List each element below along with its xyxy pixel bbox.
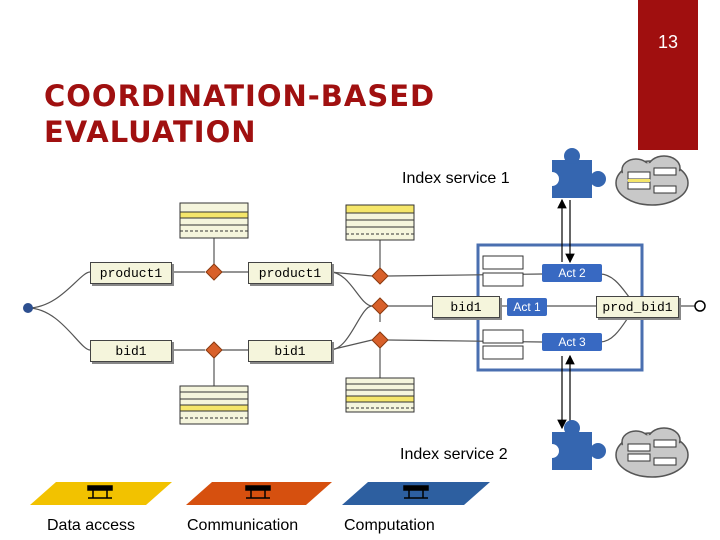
data-table [345,377,415,413]
decision-node [205,263,223,281]
inner-bid-box: bid1 [432,296,500,318]
decision-node [371,267,389,285]
title-line-1: COORDINATION-BASED [44,79,436,113]
index-service-1-label: Index service 1 [402,170,510,187]
legend-data-access: Data access [47,517,136,534]
data-table [179,385,249,425]
act-3-block: Act 3 [542,333,602,351]
data-table [345,204,415,241]
left-bid-box: bid1 [90,340,172,362]
page-title: COORDINATION-BASED EVALUATION [44,78,435,150]
legend-swatch-data-access [30,482,172,505]
legend-swatch-computation [342,482,490,505]
mid-bid-box: bid1 [248,340,332,362]
act-1-block: Act 1 [507,298,547,316]
prod-bid-box: prod_bid1 [596,296,679,318]
legend-computation: Computation [344,517,435,534]
index-service-2-label: Index service 2 [400,446,508,463]
data-table [179,202,249,239]
decision-node [371,297,389,315]
start-node [23,303,33,313]
cloud-icon [615,155,689,206]
puzzle-piece-icon [545,148,606,198]
act-2-block: Act 2 [542,264,602,282]
table-icon [87,485,113,491]
left-product-box: product1 [90,262,172,284]
table-icon [245,485,271,491]
title-line-2: EVALUATION [44,115,257,149]
puzzle-piece-icon [545,420,606,470]
legend-swatch-communication [186,482,332,505]
table-icon [403,485,429,491]
decision-node [371,331,389,349]
mid-product-box: product1 [248,262,332,284]
decision-node [205,341,223,359]
page-number-badge: 13 [638,0,698,150]
end-node [694,300,706,312]
page-number: 13 [657,32,679,52]
cloud-icon [615,427,689,478]
legend-communication: Communication [187,517,299,534]
